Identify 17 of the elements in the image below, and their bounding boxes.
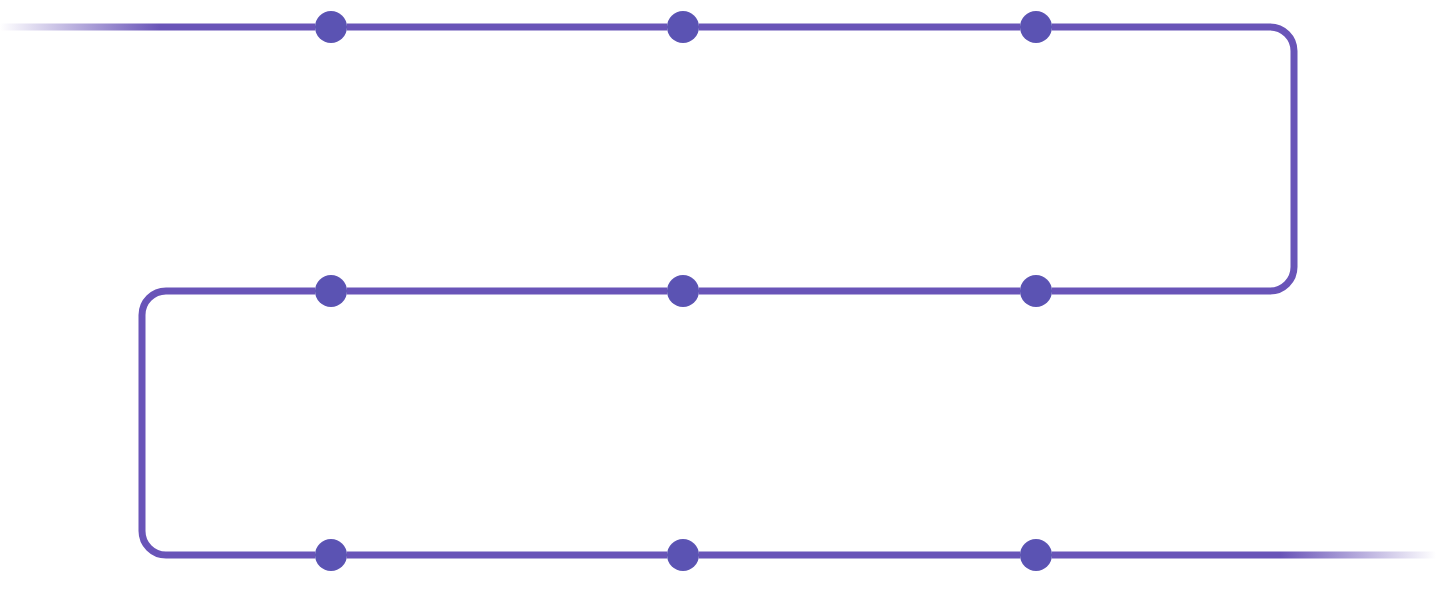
timeline-dot bbox=[1020, 539, 1052, 571]
timeline-dot bbox=[1020, 275, 1052, 307]
connector-line bbox=[1052, 23, 1298, 295]
timeline-dot bbox=[667, 539, 699, 571]
connector-line bbox=[138, 287, 315, 559]
connector-line bbox=[699, 23, 1020, 31]
timeline-dot bbox=[667, 11, 699, 43]
connector-line bbox=[699, 287, 1020, 295]
connector-line bbox=[347, 551, 667, 559]
connector-line bbox=[347, 23, 667, 31]
timeline-dot bbox=[315, 11, 347, 43]
timeline-dot bbox=[667, 275, 699, 307]
timeline-dot bbox=[315, 275, 347, 307]
connector-line bbox=[347, 287, 667, 295]
connector-line bbox=[699, 551, 1020, 559]
timeline-dot bbox=[315, 539, 347, 571]
timeline-dot bbox=[1020, 11, 1052, 43]
